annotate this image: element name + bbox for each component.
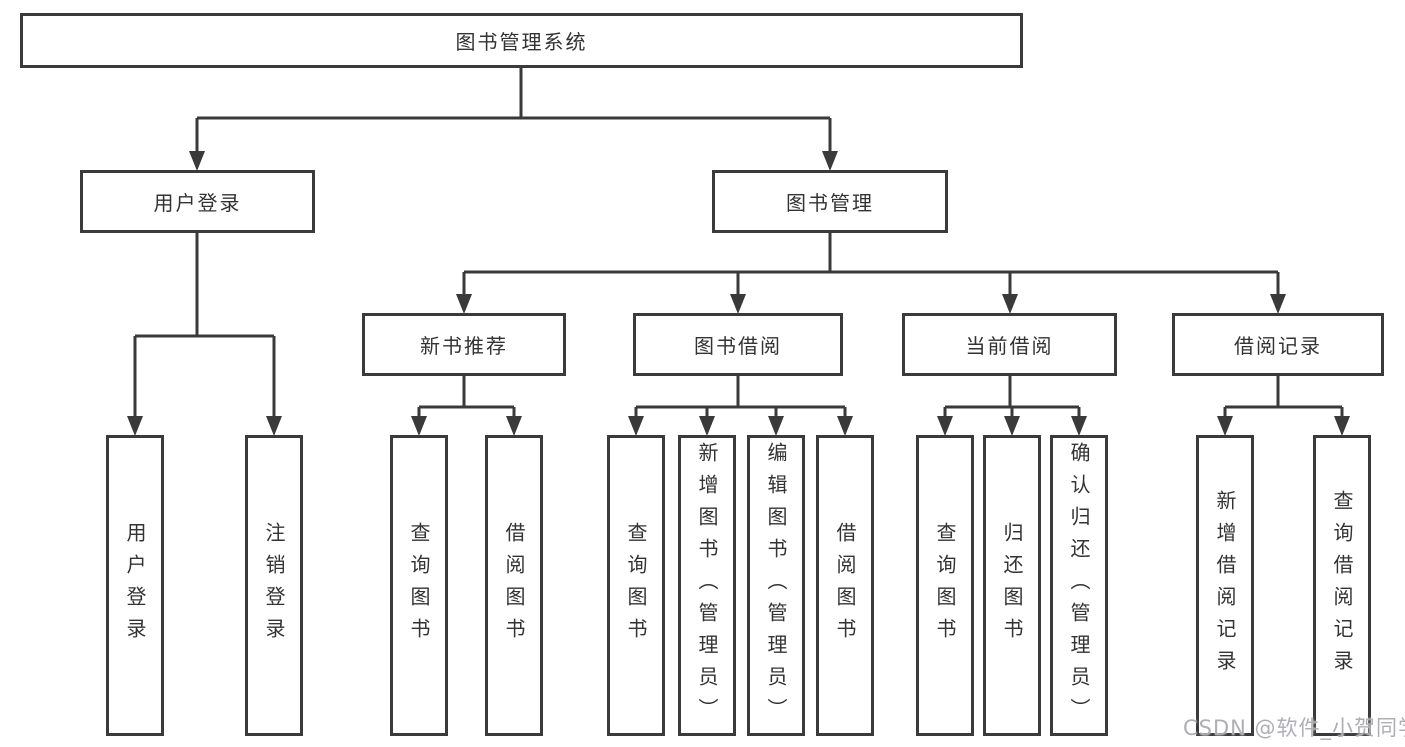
leaf-query-books-under-recommend: 查询图书 bbox=[390, 435, 448, 736]
leaf-borrow-books-label: 借阅图书 bbox=[833, 521, 857, 650]
node-root-label: 图书管理系统 bbox=[455, 30, 588, 54]
leaf-user-login-label: 用户登录 bbox=[123, 521, 147, 650]
leaf-add-borrow-record: 新增借阅记录 bbox=[1196, 435, 1254, 736]
connector-new-rec-children bbox=[411, 376, 522, 436]
node-book-management-label: 图书管理 bbox=[786, 191, 874, 215]
connector-book-mgmt-children bbox=[456, 233, 1286, 314]
node-root-system: 图书管理系统 bbox=[20, 13, 1023, 68]
leaf-return-book-label: 归还图书 bbox=[1000, 521, 1024, 650]
connector-current-borrow-children bbox=[937, 376, 1087, 436]
leaf-logout: 注销登录 bbox=[245, 435, 303, 736]
leaf-return-book: 归还图书 bbox=[983, 435, 1041, 736]
connector-book-borrow-children bbox=[628, 376, 853, 436]
leaf-confirm-return-admin: 确认归还（管理员） bbox=[1050, 435, 1108, 736]
node-user-login: 用户登录 bbox=[80, 170, 315, 233]
leaf-borrow-books-under-borrow: 借阅图书 bbox=[816, 435, 874, 736]
node-book-management: 图书管理 bbox=[712, 170, 948, 233]
node-book-borrow-label: 图书借阅 bbox=[694, 334, 782, 358]
leaf-query-books-under-current: 查询图书 bbox=[916, 435, 974, 736]
node-new-book-recommend-label: 新书推荐 bbox=[420, 334, 508, 358]
leaf-edit-book-admin: 编辑图书（管理员） bbox=[747, 435, 805, 736]
leaf-query-borrow-record-label: 查询借阅记录 bbox=[1330, 489, 1354, 682]
leaf-add-borrow-record-label: 新增借阅记录 bbox=[1213, 489, 1237, 682]
leaf-query-books-under-borrow: 查询图书 bbox=[607, 435, 665, 736]
node-borrow-records: 借阅记录 bbox=[1172, 313, 1384, 376]
leaf-borrow-books-under-recommend: 借阅图书 bbox=[485, 435, 543, 736]
leaf-add-book-admin: 新增图书（管理员） bbox=[678, 435, 736, 736]
node-book-borrow: 图书借阅 bbox=[633, 313, 843, 376]
node-current-borrow: 当前借阅 bbox=[902, 313, 1117, 376]
node-borrow-records-label: 借阅记录 bbox=[1234, 334, 1322, 358]
leaf-query-borrow-record: 查询借阅记录 bbox=[1313, 435, 1371, 736]
node-user-login-label: 用户登录 bbox=[153, 191, 242, 215]
connector-user-login-children bbox=[127, 233, 282, 436]
leaf-logout-label: 注销登录 bbox=[262, 521, 286, 650]
connector-borrow-records-children bbox=[1217, 376, 1350, 436]
leaf-user-login: 用户登录 bbox=[106, 435, 164, 736]
csdn-watermark: CSDN @软件_小贺同学 bbox=[1183, 716, 1405, 740]
leaf-query-books-label: 查询图书 bbox=[407, 521, 431, 650]
leaf-query-books-label: 查询图书 bbox=[624, 521, 648, 650]
leaf-borrow-books-label: 借阅图书 bbox=[502, 521, 526, 650]
connector-root-to-level2 bbox=[189, 68, 838, 171]
leaf-query-books-label: 查询图书 bbox=[933, 521, 957, 650]
node-current-borrow-label: 当前借阅 bbox=[965, 334, 1054, 358]
leaf-add-book-admin-label: 新增图书（管理员） bbox=[695, 441, 719, 730]
node-new-book-recommend: 新书推荐 bbox=[362, 313, 566, 376]
leaf-edit-book-admin-label: 编辑图书（管理员） bbox=[764, 441, 788, 730]
leaf-confirm-return-admin-label: 确认归还（管理员） bbox=[1067, 441, 1091, 730]
